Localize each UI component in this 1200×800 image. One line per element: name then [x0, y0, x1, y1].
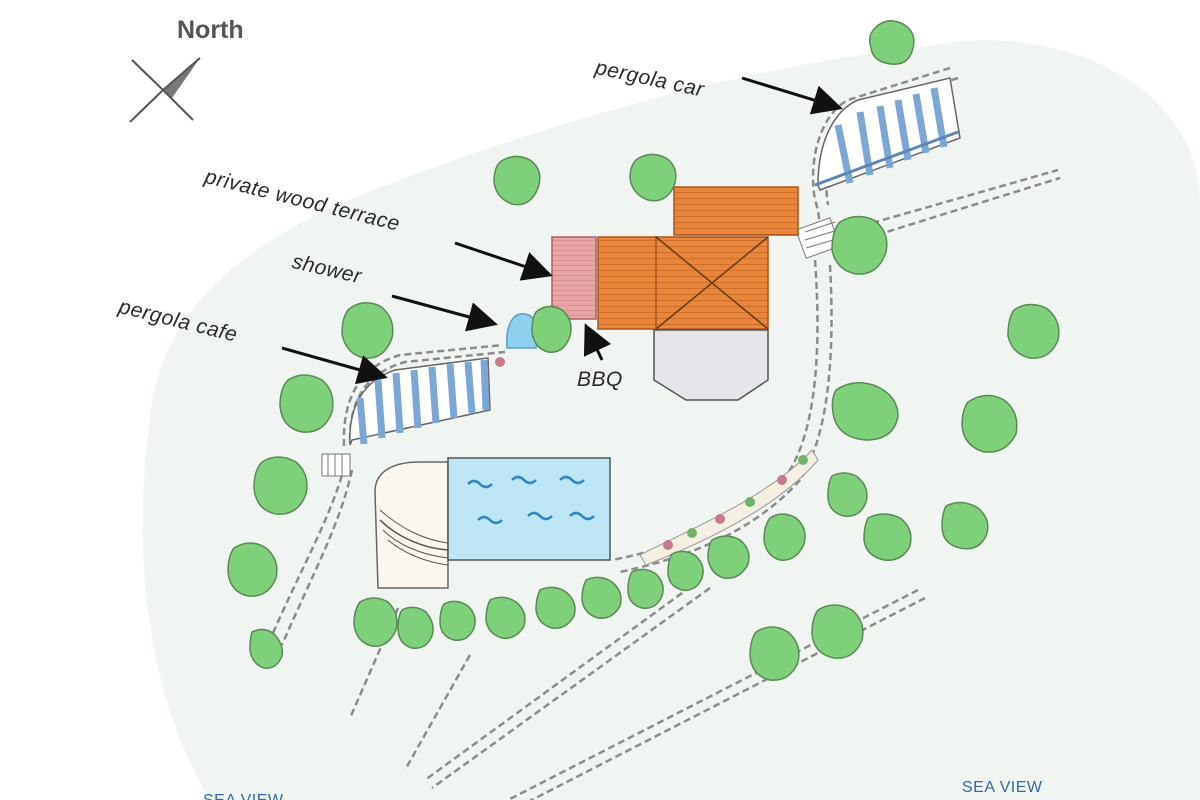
- tree: [485, 596, 526, 639]
- flower-bed: [495, 357, 819, 566]
- tree: [249, 628, 284, 669]
- tree: [868, 20, 915, 65]
- tree: [531, 305, 572, 353]
- tree: [863, 513, 912, 561]
- swimming-pool: [447, 457, 611, 561]
- pergola-car: [814, 77, 961, 191]
- tree: [535, 586, 576, 629]
- sea-view-label-left: SEA VIEW: [203, 792, 283, 800]
- tree: [493, 155, 541, 206]
- tree: [707, 535, 750, 579]
- sea-view-label-right: SEA VIEW: [962, 779, 1043, 796]
- private-wood-terrace: [551, 236, 597, 320]
- tree: [1007, 303, 1060, 359]
- tree: [627, 568, 664, 609]
- tree: [749, 626, 800, 681]
- tree: [227, 542, 278, 597]
- tree: [763, 513, 806, 561]
- tree: [253, 456, 308, 515]
- tree: [353, 597, 398, 647]
- tree: [831, 215, 888, 275]
- tree: [439, 600, 476, 641]
- house: [597, 186, 799, 401]
- compass-label: North: [177, 16, 244, 44]
- trees: [227, 20, 1060, 681]
- tree: [831, 382, 899, 441]
- tree: [397, 606, 434, 649]
- tree: [581, 576, 622, 619]
- tree: [629, 153, 677, 202]
- tree: [341, 302, 394, 359]
- compass-icon: [129, 57, 201, 123]
- bbq-label: BBQ: [577, 368, 623, 391]
- tree: [279, 374, 334, 433]
- label-arrows: [281, 76, 843, 385]
- tree: [667, 550, 704, 591]
- tree: [941, 501, 989, 550]
- tree: [827, 472, 868, 517]
- tree: [811, 604, 864, 659]
- pool-area: [321, 453, 449, 589]
- tree: [961, 394, 1018, 453]
